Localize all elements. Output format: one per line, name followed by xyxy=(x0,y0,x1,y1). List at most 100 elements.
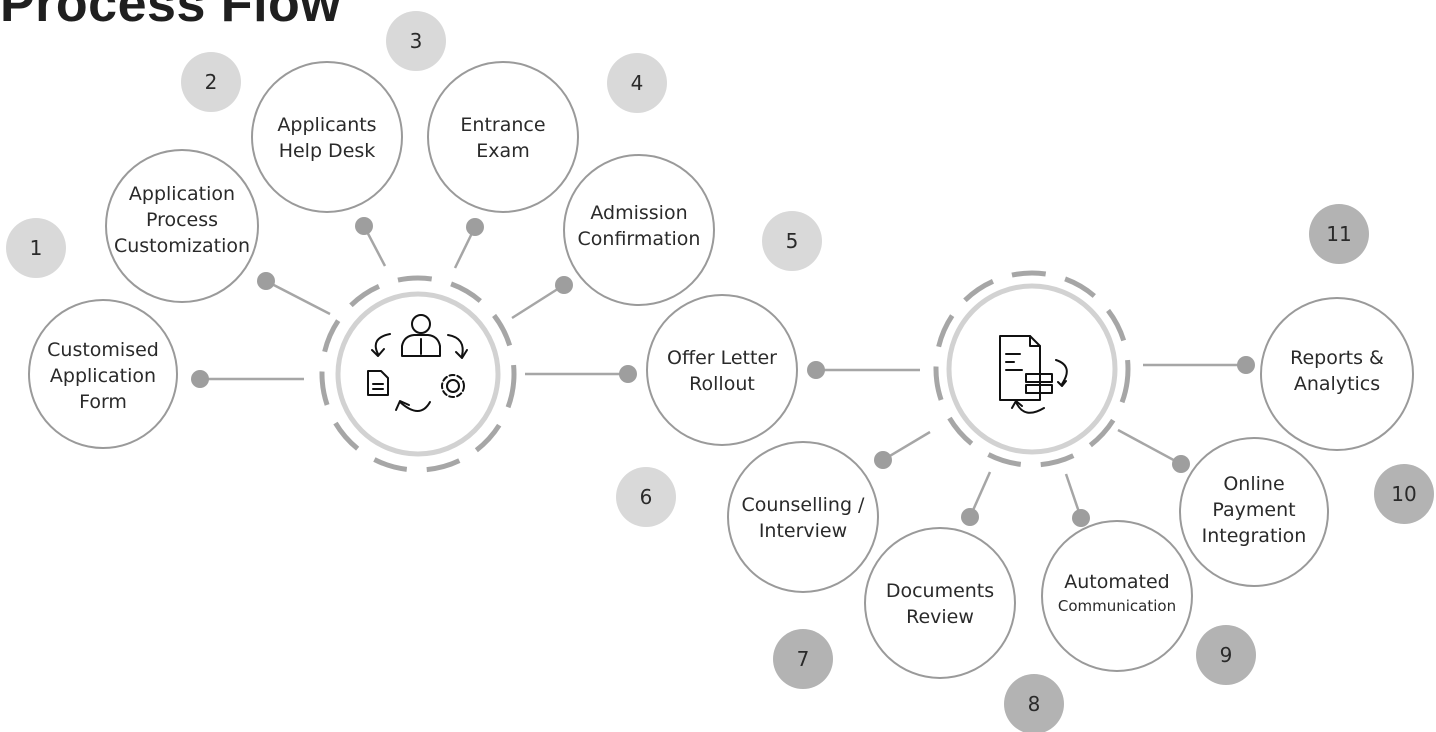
step-8-label-line-2: Review xyxy=(906,606,974,628)
connector-dot-11 xyxy=(1237,356,1255,374)
number-badge-4: 4 xyxy=(607,53,667,113)
step-11-circle xyxy=(1260,297,1414,451)
step-9: Automated Communication xyxy=(1041,520,1193,672)
connector-10 xyxy=(1117,428,1182,466)
connectors xyxy=(191,217,1255,527)
number-badge-11-text: 11 xyxy=(1326,222,1351,246)
number-badge-3: 3 xyxy=(386,11,446,71)
connector-dot-5 xyxy=(555,276,573,294)
connector-dot-3 xyxy=(355,217,373,235)
number-badge-2-circle xyxy=(181,52,241,112)
number-badge-6-text: 6 xyxy=(640,485,653,509)
user-workflow-icon xyxy=(367,314,468,412)
hub-2-ring xyxy=(946,283,1118,455)
number-badge-6-circle xyxy=(616,467,676,527)
step-7-label-line-2: Interview xyxy=(759,520,847,542)
hub-2-dashed-ring xyxy=(933,270,1131,468)
hub-2 xyxy=(933,270,1131,468)
number-badge-7-text: 7 xyxy=(797,647,810,671)
number-badge-11: 11 xyxy=(1309,204,1369,264)
number-badge-6: 6 xyxy=(616,467,676,527)
step-8: Documents Review xyxy=(864,527,1016,679)
step-6: Offer Letter Rollout xyxy=(646,294,798,446)
number-badge-9-text: 9 xyxy=(1220,643,1233,667)
step-9-label-line-1: Automated xyxy=(1064,571,1169,593)
document-server-sync-icon xyxy=(999,335,1068,414)
number-badge-4-circle xyxy=(607,53,667,113)
step-7-circle xyxy=(727,441,879,593)
number-badge-8-circle xyxy=(1004,674,1064,732)
number-badge-8: 8 xyxy=(1004,674,1064,732)
step-10-label-line-1: Online xyxy=(1223,473,1284,495)
step-10-label-line-3: Integration xyxy=(1202,525,1307,547)
step-9-circle xyxy=(1041,520,1193,672)
number-badge-7-circle xyxy=(773,629,833,689)
step-2-label-line-3: Customization xyxy=(114,235,250,257)
connector-dot-2 xyxy=(257,272,275,290)
step-5-label-line-1: Admission xyxy=(590,202,687,224)
step-10: Online Payment Integration xyxy=(1179,437,1329,587)
step-4-circle xyxy=(427,61,579,213)
connector-dot-7 xyxy=(874,451,892,469)
number-badge-4-text: 4 xyxy=(631,71,644,95)
step-4-label-line-1: Entrance xyxy=(460,114,545,136)
page-title: Process Flow xyxy=(0,0,342,33)
step-3: Applicants Help Desk xyxy=(251,61,403,213)
number-badge-5-circle xyxy=(762,211,822,271)
step-5-circle xyxy=(563,154,715,306)
step-7-label-line-1: Counselling / xyxy=(742,494,866,516)
number-badge-10-text: 10 xyxy=(1391,482,1416,506)
number-badge-9: 9 xyxy=(1196,625,1256,685)
step-10-label-line-2: Payment xyxy=(1212,499,1295,521)
connector-2 xyxy=(265,279,331,316)
step-1-circle xyxy=(28,299,178,449)
step-6-label-line-2: Rollout xyxy=(689,373,755,395)
step-2: Application Process Customization xyxy=(105,149,259,303)
number-badge-2-text: 2 xyxy=(205,70,218,94)
step-6-label-line-1: Offer Letter xyxy=(667,347,777,369)
step-4-label-line-2: Exam xyxy=(476,140,529,162)
step-11-label-line-2: Analytics xyxy=(1294,373,1380,395)
step-3-label-line-1: Applicants xyxy=(277,114,376,136)
step-3-label-line-2: Help Desk xyxy=(279,140,376,162)
connector-dot-1 xyxy=(191,370,209,388)
step-2-circle xyxy=(105,149,259,303)
step-1: Customised Application Form xyxy=(28,299,178,449)
step-6-circle xyxy=(646,294,798,446)
number-badge-11-circle xyxy=(1309,204,1369,264)
step-9-label-line-2: Communication xyxy=(1058,597,1176,615)
step-11: Reports & Analytics xyxy=(1260,297,1414,451)
step-1-label-line-2: Application xyxy=(50,365,156,387)
hub-1-dashed-ring xyxy=(319,275,517,473)
step-3-circle xyxy=(251,61,403,213)
step-8-circle xyxy=(864,527,1016,679)
number-badge-3-circle xyxy=(386,11,446,71)
hub-1-ring xyxy=(335,291,501,457)
step-2-label-line-1: Application xyxy=(129,183,235,205)
number-badge-2: 2 xyxy=(181,52,241,112)
step-7: Counselling / Interview xyxy=(727,441,879,593)
number-badge-10: 10 xyxy=(1374,464,1434,524)
number-badge-9-circle xyxy=(1196,625,1256,685)
step-4: Entrance Exam xyxy=(427,61,579,213)
connector-5 xyxy=(511,283,565,320)
hub-1 xyxy=(319,275,517,473)
connector-dot-6 xyxy=(619,365,637,383)
number-badge-1: 1 xyxy=(6,218,66,278)
number-badge-1-text: 1 xyxy=(30,236,43,260)
step-11-label-line-1: Reports & xyxy=(1290,347,1384,369)
number-badge-8-text: 8 xyxy=(1028,692,1041,716)
step-10-circle xyxy=(1179,437,1329,587)
number-badge-7: 7 xyxy=(773,629,833,689)
connector-dot-10 xyxy=(1172,455,1190,473)
connector-dot-4 xyxy=(466,218,484,236)
number-badge-1-circle xyxy=(6,218,66,278)
step-5-label-line-2: Confirmation xyxy=(578,228,701,250)
number-badge-5-text: 5 xyxy=(786,229,799,253)
number-badge-10-circle xyxy=(1374,464,1434,524)
connector-7 xyxy=(882,430,931,462)
connector-dot-9 xyxy=(1072,509,1090,527)
step-1-label-line-1: Customised xyxy=(47,339,159,361)
step-2-label-line-2: Process xyxy=(146,209,218,231)
